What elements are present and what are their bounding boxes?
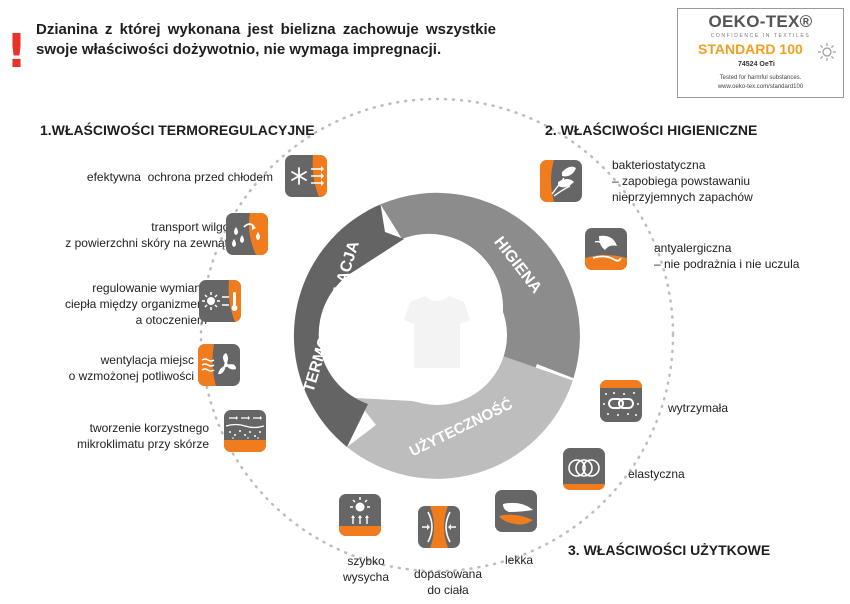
hygiene-label-2: antyalergiczna – nie podrażnia i nie ucz… xyxy=(654,241,800,271)
microclimate-icon xyxy=(224,410,266,452)
certificate-sun-icon xyxy=(818,43,836,61)
utility-label-2: elastyczna xyxy=(628,467,685,481)
feather-hand-icon xyxy=(585,228,627,270)
diagram-hub xyxy=(367,265,507,405)
certificate-website: www.oeko-tex.com/standard100 xyxy=(717,84,804,90)
fan-icon xyxy=(198,344,240,386)
certificate-tagline: CONFIDENCE IN TEXTILES xyxy=(710,33,811,39)
feather-icon xyxy=(495,490,537,532)
sun-dry-icon xyxy=(339,494,381,536)
thermo-label-1: efektywna ochrona przed chłodem xyxy=(86,170,273,184)
heading-hygiene: 2. WŁAŚCIWOŚCI HIGIENICZNE xyxy=(545,122,758,138)
hub-garment-icon xyxy=(404,296,470,368)
segment-utility xyxy=(347,355,573,479)
heading-thermo: 1.WŁAŚCIWOŚCI TERMOREGULACYJNE xyxy=(40,122,315,138)
chain-icon xyxy=(600,380,642,422)
sun-thermometer-icon xyxy=(199,280,241,322)
leaves-icon xyxy=(540,160,582,202)
utility-label-1: wytrzymała xyxy=(668,401,729,415)
oeko-tex-certificate: OEKO-TEX® CONFIDENCE IN TEXTILES STANDAR… xyxy=(677,8,844,98)
fitted-icon xyxy=(418,506,460,548)
certificate-brand: OEKO-TEX® xyxy=(708,12,813,31)
segment-thermo xyxy=(293,204,404,447)
certificate-standard: STANDARD 100 xyxy=(698,41,803,57)
hygiene-label-1: bakteriostatyczna – zapobiega powstawani… xyxy=(612,158,753,204)
thermo-label-2: transport wilgoci z powierzchni skóry na… xyxy=(65,220,238,250)
dotted-orbit xyxy=(199,97,675,573)
segment-hygiene xyxy=(380,192,580,393)
certificate-number: 74524 OeTi xyxy=(738,61,775,68)
certificate-tested: Tested for harmful substances. xyxy=(719,75,802,81)
rings-icon xyxy=(563,448,605,490)
exclamation-mark: ! xyxy=(6,24,27,78)
snowflake-icon xyxy=(285,155,327,197)
intro-text: Dzianina z której wykonana jest bielizna… xyxy=(36,21,496,58)
utility-label-5: szybko wysycha xyxy=(342,554,389,584)
utility-label-4: dopasowana do ciała xyxy=(413,567,483,597)
thermo-label-3: regulowanie wymiany ciepła między organi… xyxy=(64,281,207,327)
heading-utility: 3. WŁAŚCIWOŚCI UŻYTKOWE xyxy=(568,542,771,558)
thermo-label-5: tworzenie korzystnego mikroklimatu przy … xyxy=(76,421,209,451)
thermo-label-4: wentylacja miejsc o wzmożonej potliwości xyxy=(68,353,194,383)
droplets-icon xyxy=(226,213,268,255)
utility-label-3: lekka xyxy=(505,553,534,567)
